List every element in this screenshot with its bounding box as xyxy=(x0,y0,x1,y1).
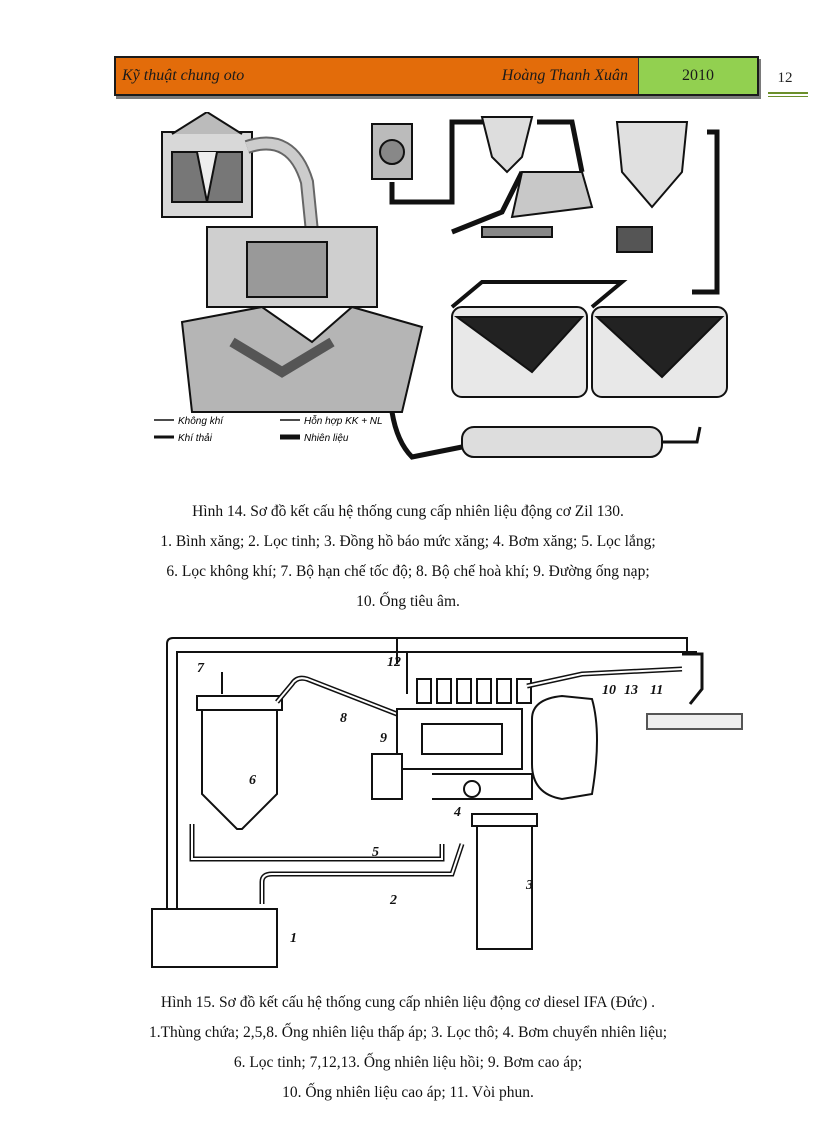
figure-14-caption-line-2: 6. Lọc không khí; 7. Bộ hạn chế tốc độ; … xyxy=(166,563,650,580)
figure-15-diagram: 7 12 8 9 6 10 13 11 4 5 2 3 1 xyxy=(151,637,743,968)
label-10: 10 xyxy=(602,683,616,698)
legend-air: Không khí xyxy=(178,416,224,427)
figure-14-caption-line-3: 10. Ống tiêu âm. xyxy=(356,593,460,610)
label-11: 11 xyxy=(650,683,663,698)
header-left: Kỹ thuật chung oto Hoàng Thanh Xuân xyxy=(116,58,638,94)
page-header: Kỹ thuật chung oto Hoàng Thanh Xuân 2010 xyxy=(114,56,759,96)
figure-14-diagram: Không khí Khí thải Hỗn hợp KK + NL Nhiên… xyxy=(154,112,728,460)
figure-14-legend: Không khí Khí thải Hỗn hợp KK + NL Nhiên… xyxy=(154,414,383,444)
label-5: 5 xyxy=(372,845,379,860)
label-8: 8 xyxy=(340,711,347,726)
figure-15-caption-title: Hình 15. Sơ đồ kết cấu hệ thống cung cấp… xyxy=(160,994,656,1011)
legend-exhaust: Khí thải xyxy=(178,432,213,444)
figure-15-caption-line-2: 6. Lọc tinh; 7,12,13. Ống nhiên liệu hồi… xyxy=(233,1054,583,1071)
label-4: 4 xyxy=(453,805,461,820)
header-author: Hoàng Thanh Xuân xyxy=(501,67,628,84)
figure-15-caption-line-3: 10. Ống nhiên liệu cao áp; 11. Vòi phun. xyxy=(282,1084,534,1101)
label-9: 9 xyxy=(380,731,387,746)
header-year: 2010 xyxy=(638,58,757,94)
legend-mixture: Hỗn hợp KK + NL xyxy=(304,414,383,427)
figure-15-caption-line-1: 1.Thùng chứa; 2,5,8. Ống nhiên liệu thấp… xyxy=(148,1024,668,1041)
label-2: 2 xyxy=(389,893,397,908)
figure-14-caption-line-1: 1. Bình xăng; 2. Lọc tinh; 3. Đồng hồ bá… xyxy=(160,533,656,550)
figure-14-caption-title: Hình 14. Sơ đồ kết cấu hệ thống cung cấp… xyxy=(192,503,624,520)
label-1: 1 xyxy=(290,931,297,946)
header-title: Kỹ thuật chung oto xyxy=(122,67,245,84)
page-number: 12 xyxy=(777,70,793,86)
air-cleaner-drawing xyxy=(161,112,253,218)
legend-fuel: Nhiên liệu xyxy=(304,433,349,444)
page-number-rule xyxy=(768,92,808,94)
label-3: 3 xyxy=(525,878,533,893)
label-7: 7 xyxy=(197,661,205,676)
page-number-rule-2 xyxy=(768,96,808,97)
injector-row xyxy=(416,678,532,704)
label-12: 12 xyxy=(387,655,401,670)
label-13: 13 xyxy=(624,683,638,698)
label-6: 6 xyxy=(249,773,256,788)
